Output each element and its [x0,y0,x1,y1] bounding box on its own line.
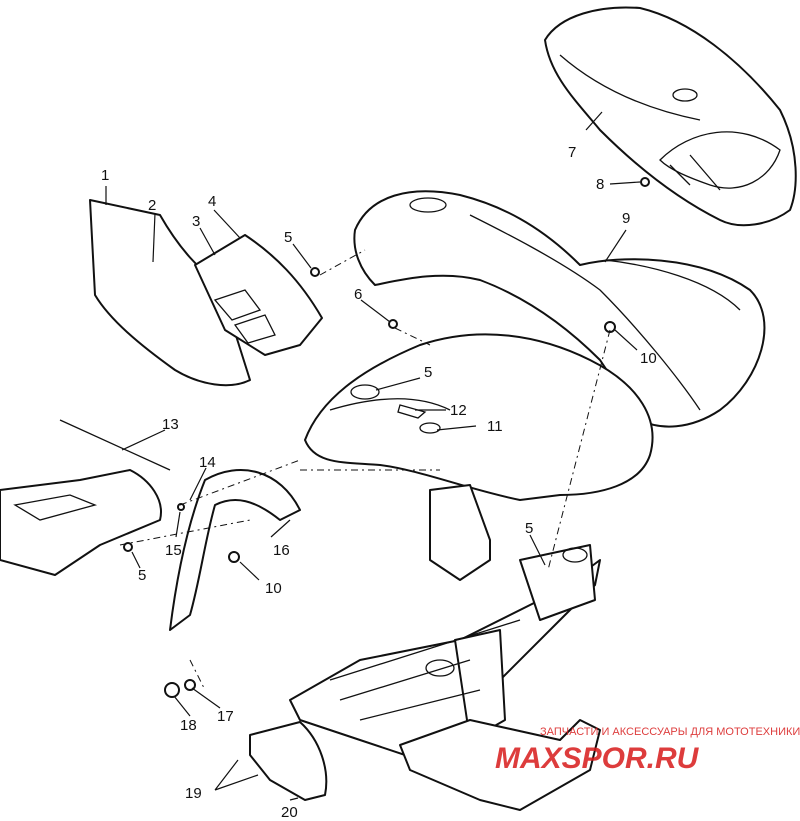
callout-1: 1 [101,167,109,184]
watermark-brand: MAXSPOR.RU [495,742,700,775]
callout-18: 18 [180,717,197,734]
callout-11: 11 [487,418,503,435]
callouts: 1 2 3 4 5 5 5 5 6 7 8 9 10 10 11 12 13 1… [101,144,657,821]
fender-flare-part [169,469,301,631]
callout-10a: 10 [640,350,657,367]
assembly-lines [119,249,611,691]
callout-3: 3 [192,213,200,230]
callout-20: 20 [281,804,298,821]
callout-17: 17 [217,708,234,725]
watermark-tagline: ЗАПЧАСТИ И АКСЕССУАРЫ ДЛЯ МОТОТЕХНИКИ [540,726,800,738]
callout-14: 14 [199,454,216,471]
callout-13: 13 [162,416,179,433]
leader-lines [105,111,641,801]
hardware-parts [123,177,650,698]
rear-fender-part [353,190,766,428]
callout-5a: 5 [284,229,292,246]
callout-4: 4 [208,193,216,210]
callout-7: 7 [568,144,576,161]
front-body-part [304,333,654,501]
callout-16: 16 [273,542,290,559]
callout-12: 12 [450,402,467,419]
frame-part [289,484,601,811]
callout-9: 9 [622,210,630,227]
callout-2: 2 [148,197,156,214]
callout-6: 6 [354,286,362,303]
skid-plate-part [249,721,328,801]
rear-cover-part [544,6,797,227]
footwell-part [0,419,171,576]
watermark: ЗАПЧАСТИ И АКСЕССУАРЫ ДЛЯ МОТОТЕХНИКИ MA… [495,726,800,775]
callout-8: 8 [596,176,604,193]
callout-5d: 5 [138,567,146,584]
side-panels-part [89,199,323,387]
callout-15: 15 [165,542,182,559]
callout-10b: 10 [265,580,282,597]
callout-5b: 5 [424,364,432,381]
callout-5c: 5 [525,520,533,537]
callout-19: 19 [185,785,202,802]
